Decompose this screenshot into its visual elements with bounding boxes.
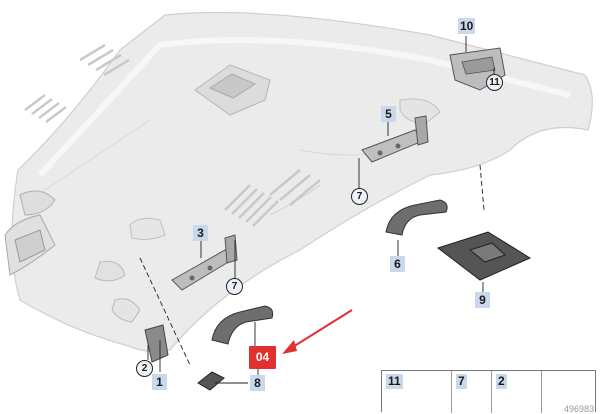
highlighted-part-label: 04: [249, 346, 276, 369]
part-3-bracket: [171, 234, 238, 291]
part-1-bracket: [144, 324, 169, 363]
red-arrow: [282, 309, 353, 354]
legend-num-2: 2: [496, 374, 507, 389]
legend-cell-7: 7: [452, 371, 492, 413]
document-id: 496983: [563, 404, 594, 414]
legend-cell-11: 11: [382, 371, 452, 413]
part-9-visor-mount: [436, 231, 532, 281]
legend-num-7: 7: [456, 374, 467, 389]
leader-lines: [139, 36, 495, 384]
callout-6: 6: [390, 256, 405, 272]
part-5-bracket: [361, 115, 429, 163]
part-04-grab-handle: [211, 305, 274, 345]
callout-5: 5: [381, 106, 396, 122]
part-8-cover: [197, 371, 225, 391]
callout-11: 11: [486, 74, 503, 91]
legend-num-11: 11: [386, 374, 403, 389]
legend-cell-2: 2: [492, 371, 542, 413]
headliner-panel: [4, 11, 593, 353]
part-6-grab-handle: [385, 199, 448, 236]
callout-10: 10: [458, 18, 476, 34]
fastener-legend: 11 7 2: [381, 370, 596, 413]
callout-8: 8: [250, 375, 265, 391]
callout-1: 1: [152, 374, 167, 390]
callout-2: 2: [136, 360, 153, 377]
callout-7-upper: 7: [351, 188, 368, 205]
callout-3: 3: [193, 225, 208, 241]
callout-9: 9: [475, 292, 490, 308]
callout-7-lower: 7: [226, 278, 243, 295]
